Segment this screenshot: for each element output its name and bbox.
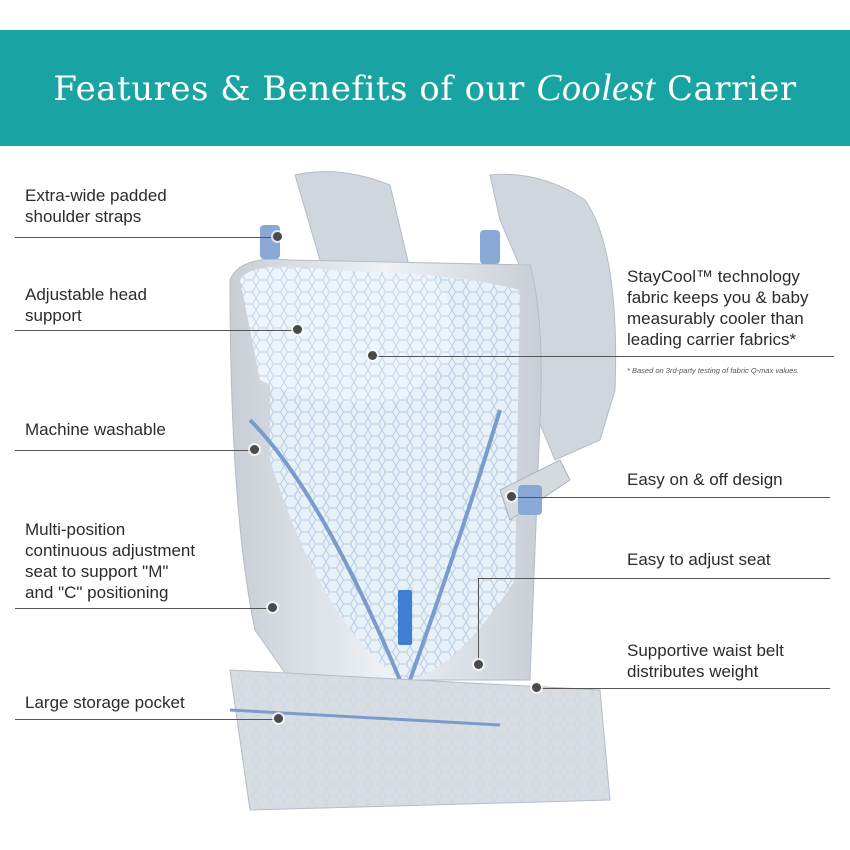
feature-adjust-seat: Easy to adjust seat (627, 550, 771, 569)
feature-head-support: Adjustable head support (25, 285, 147, 325)
leader-staycool-fabric (376, 356, 834, 357)
pocket-zipper (229, 708, 501, 727)
feature-multi-position-seat: Multi-position continuous adjustment sea… (25, 520, 196, 602)
header-banner: Features & Benefits of our Coolest Carri… (0, 30, 850, 146)
leader-adjust-seat-vertical (478, 578, 479, 663)
marker-easy-on-off (507, 492, 516, 501)
marker-shoulder-straps (273, 232, 282, 241)
staycool-footnote: * Based on 3rd-party testing of fabric Q… (627, 366, 800, 375)
leader-storage-pocket (15, 719, 275, 720)
marker-waist-belt (532, 683, 541, 692)
feature-shoulder-straps: Extra-wide padded shoulder straps (25, 186, 167, 226)
leader-machine-washable (15, 450, 255, 451)
marker-head-support (293, 325, 302, 334)
banner-title-script: Coolest (536, 67, 656, 109)
banner-title-prefix: Features & Benefits of our (53, 69, 537, 109)
marker-machine-washable (250, 445, 259, 454)
baby-carrier-image (229, 171, 617, 811)
feature-staycool-fabric: StayCool™ technology fabric keeps you & … (627, 267, 809, 349)
leader-multi-position-seat (15, 608, 273, 609)
leader-shoulder-straps (15, 237, 277, 238)
feature-storage-pocket: Large storage pocket (25, 693, 185, 712)
right-shoulder-strap (489, 173, 617, 461)
leader-waist-belt (540, 688, 830, 689)
feature-machine-washable: Machine washable (25, 420, 166, 439)
marker-adjust-seat (474, 660, 483, 669)
banner-title: Features & Benefits of our Coolest Carri… (53, 66, 796, 110)
leader-head-support (15, 330, 298, 331)
leader-adjust-seat (478, 578, 830, 579)
feature-easy-on-off: Easy on & off design (627, 470, 783, 489)
marker-staycool-fabric (368, 351, 377, 360)
marker-storage-pocket (274, 714, 283, 723)
carrier-tag (398, 590, 412, 645)
banner-title-suffix: Carrier (655, 69, 797, 109)
marker-multi-position-seat (268, 603, 277, 612)
feature-waist-belt: Supportive waist belt distributes weight (627, 641, 784, 681)
leader-easy-on-off (515, 497, 830, 498)
